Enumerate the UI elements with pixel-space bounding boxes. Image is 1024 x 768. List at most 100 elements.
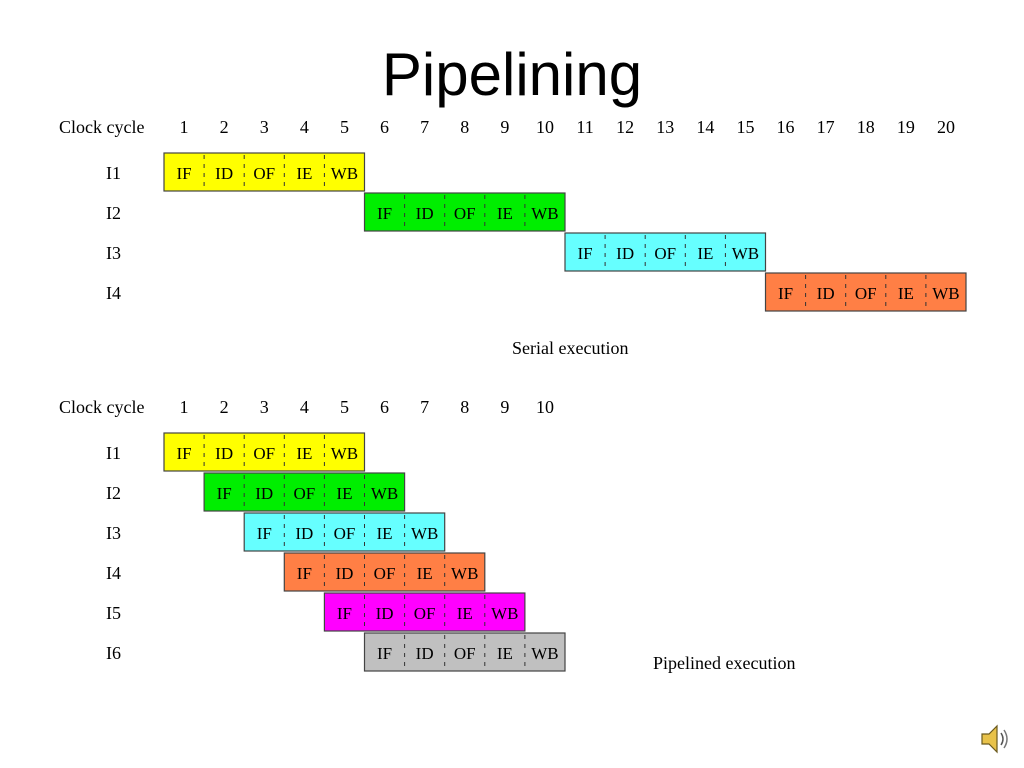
pipelined-cycle-number: 6 bbox=[380, 397, 389, 417]
serial-cycle-number: 2 bbox=[220, 117, 229, 137]
stage-block-background bbox=[283, 552, 486, 592]
stage-block-background bbox=[363, 192, 566, 232]
serial-cycle-number: 7 bbox=[420, 117, 429, 137]
stage-label: IF bbox=[257, 524, 272, 543]
stage-label: WB bbox=[531, 204, 558, 223]
serial-cycle-number: 14 bbox=[696, 117, 714, 137]
serial-cycle-number: 12 bbox=[616, 117, 634, 137]
stage-label: ID bbox=[416, 644, 434, 663]
stage-label: OF bbox=[334, 524, 356, 543]
speaker-icon[interactable] bbox=[978, 722, 1012, 756]
stage-label: ID bbox=[376, 604, 394, 623]
stage-label: IE bbox=[697, 244, 713, 263]
stage-label: WB bbox=[411, 524, 438, 543]
stage-label: ID bbox=[616, 244, 634, 263]
stage-block-background bbox=[243, 512, 446, 552]
serial-axis-label: Clock cycle bbox=[59, 117, 144, 137]
serial-cycle-number: 19 bbox=[897, 117, 915, 137]
stage-label: IE bbox=[336, 484, 352, 503]
serial-cycle-number: 15 bbox=[736, 117, 754, 137]
stage-block-background bbox=[363, 632, 566, 672]
stage-label: OF bbox=[855, 284, 877, 303]
stage-label: OF bbox=[414, 604, 436, 623]
pipelined-cycle-number: 2 bbox=[220, 397, 229, 417]
stage-label: ID bbox=[215, 164, 233, 183]
pipelined-row-label: I2 bbox=[106, 483, 121, 503]
stage-label: IF bbox=[337, 604, 352, 623]
stage-block-background bbox=[163, 432, 366, 472]
pipelined-cycle-number: 4 bbox=[300, 397, 309, 417]
pipelined-cycle-number: 7 bbox=[420, 397, 429, 417]
stage-label: IF bbox=[778, 284, 793, 303]
stage-label: IE bbox=[417, 564, 433, 583]
stage-label: IE bbox=[296, 164, 312, 183]
stage-label: OF bbox=[374, 564, 396, 583]
stage-block-background bbox=[323, 592, 526, 632]
stage-label: ID bbox=[215, 444, 233, 463]
stage-label: WB bbox=[331, 444, 358, 463]
stage-label: IE bbox=[296, 444, 312, 463]
serial-caption: Serial execution bbox=[512, 338, 628, 358]
stage-label: WB bbox=[531, 644, 558, 663]
stage-label: IF bbox=[217, 484, 232, 503]
serial-cycle-number: 4 bbox=[300, 117, 309, 137]
serial-cycle-number: 13 bbox=[656, 117, 674, 137]
serial-cycle-number: 1 bbox=[180, 117, 189, 137]
stage-label: OF bbox=[454, 204, 476, 223]
stage-label: OF bbox=[253, 444, 275, 463]
stage-label: IF bbox=[176, 164, 191, 183]
pipelined-row-label: I4 bbox=[106, 563, 121, 583]
pipelined-row-label: I6 bbox=[106, 643, 121, 663]
serial-row-label: I1 bbox=[106, 163, 121, 183]
pipelined-cycle-number: 5 bbox=[340, 397, 349, 417]
stage-label: OF bbox=[454, 644, 476, 663]
serial-cycle-number: 10 bbox=[536, 117, 554, 137]
serial-cycle-number: 18 bbox=[857, 117, 875, 137]
pipelined-cycle-number: 3 bbox=[260, 397, 269, 417]
stage-label: IF bbox=[577, 244, 592, 263]
stage-label: IE bbox=[377, 524, 393, 543]
pipelined-row-label: I3 bbox=[106, 523, 121, 543]
stage-label: IE bbox=[457, 604, 473, 623]
pipelined-caption: Pipelined execution bbox=[653, 653, 795, 673]
serial-instruction-block: IF ID OF IE WB bbox=[564, 232, 767, 272]
pipelined-axis-label: Clock cycle bbox=[59, 397, 144, 417]
stage-label: WB bbox=[371, 484, 398, 503]
pipelined-row-label: I1 bbox=[106, 443, 121, 463]
serial-cycle-number: 16 bbox=[777, 117, 795, 137]
pipelined-instruction-block: IF ID OF IE WB bbox=[163, 432, 366, 472]
stage-label: IF bbox=[176, 444, 191, 463]
stage-label: IF bbox=[377, 204, 392, 223]
stage-label: OF bbox=[654, 244, 676, 263]
stage-label: ID bbox=[295, 524, 313, 543]
stage-label: IE bbox=[497, 204, 513, 223]
serial-cycle-number: 8 bbox=[460, 117, 469, 137]
pipelined-instruction-block: IF ID OF IE WB bbox=[243, 512, 446, 552]
slide-title: Pipelining bbox=[381, 41, 643, 108]
stage-label: WB bbox=[732, 244, 759, 263]
stage-label: IE bbox=[898, 284, 914, 303]
pipelined-cycle-number: 1 bbox=[180, 397, 189, 417]
serial-cycle-number: 3 bbox=[260, 117, 269, 137]
pipelined-cycle-number: 10 bbox=[536, 397, 554, 417]
stage-label: WB bbox=[451, 564, 478, 583]
stage-block-background bbox=[163, 152, 366, 192]
stage-label: WB bbox=[932, 284, 959, 303]
serial-cycle-number: 20 bbox=[937, 117, 955, 137]
stage-label: IE bbox=[497, 644, 513, 663]
serial-row-label: I4 bbox=[106, 283, 121, 303]
stage-block-background bbox=[764, 272, 967, 312]
pipelined-cycle-number: 9 bbox=[500, 397, 509, 417]
serial-instruction-block: IF ID OF IE WB bbox=[764, 272, 967, 312]
serial-row-label: I2 bbox=[106, 203, 121, 223]
serial-cycle-number: 5 bbox=[340, 117, 349, 137]
stage-label: IF bbox=[377, 644, 392, 663]
pipelined-cycle-number: 8 bbox=[460, 397, 469, 417]
stage-label: ID bbox=[817, 284, 835, 303]
